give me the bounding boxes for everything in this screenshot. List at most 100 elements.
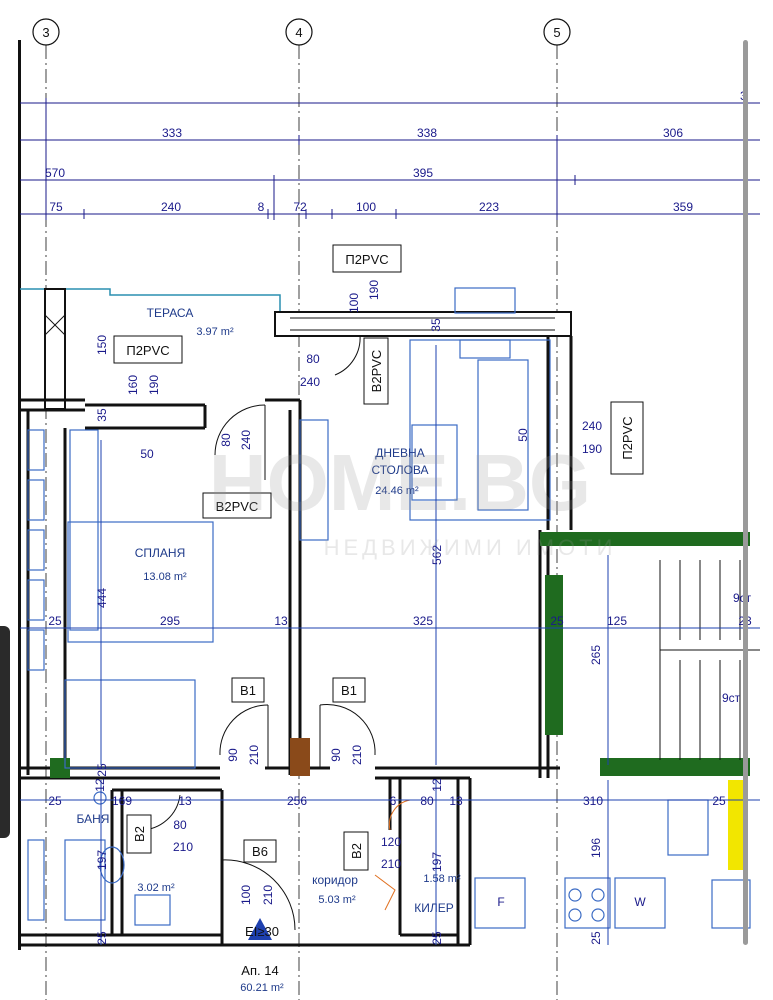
living-name-1: ДНЕВНА [375, 446, 424, 460]
dim-25b: 25 [550, 614, 564, 628]
dim-win-top-w: 100 [347, 293, 361, 313]
terrace-area: 3.97 m² [196, 326, 234, 338]
dim-197a: 197 [95, 850, 109, 870]
tag-window-terrace: П2PVC [113, 335, 183, 364]
apartment-area: 60.21 m² [240, 982, 284, 994]
dim-25g: 25 [589, 931, 603, 945]
apartment-label: Ап. 14 [241, 963, 278, 978]
tag-door-entry-text: B6 [252, 844, 268, 859]
watermark-logo: НОМЕ.BG [209, 438, 591, 527]
terrace: ТЕРАСА 3.97 m² [20, 288, 281, 410]
dim-door-liv-80: 80 [219, 433, 233, 447]
tag-door-living: B2PVC [363, 337, 389, 405]
tag-door-terrace-text: B2PVC [216, 499, 259, 514]
dim-25f: 25 [430, 931, 444, 945]
tag-door-b1-right-text: B1 [341, 683, 357, 698]
dim-st-210: 210 [381, 857, 401, 871]
tag-window-terrace-text: П2PVC [126, 343, 169, 358]
tag-window-top-text: П2PVC [345, 252, 388, 267]
tag-door-storage: B2 [343, 831, 369, 871]
dim-100: 100 [356, 200, 376, 214]
door-swings [139, 334, 411, 935]
dim-25c: 25 [48, 794, 62, 808]
washer-label: W [634, 895, 646, 909]
grid-axis-4: 4 [285, 18, 313, 1000]
dim-win-r-240: 240 [582, 419, 602, 433]
dim-13b: 13 [178, 794, 192, 808]
dim-325: 325 [413, 614, 433, 628]
column-hatch [290, 738, 310, 776]
storage-area: 1.58 m² [423, 873, 461, 885]
dim-75: 75 [49, 200, 63, 214]
dim-50a: 50 [140, 447, 154, 461]
dim-bath-80: 80 [173, 818, 187, 832]
dim-240: 240 [161, 200, 181, 214]
corridor-name: коридор [312, 873, 358, 887]
dim-25d: 25 [712, 794, 726, 808]
dim-359: 359 [673, 200, 693, 214]
dim-265: 265 [589, 645, 603, 665]
dim-444: 444 [95, 588, 109, 608]
watermark-subtitle: НЕДВИЖИМИ ИМОТИ [324, 535, 617, 560]
tag-door-terrace: B2PVC [202, 492, 272, 519]
dim-st-120: 120 [381, 835, 401, 849]
bathroom-name: БАНЯ [77, 812, 110, 826]
tag-window-right: П2PVC [610, 401, 644, 475]
dim-25e: 25 [95, 931, 109, 945]
dim-b1l-90: 90 [226, 748, 240, 762]
terrace-name: ТЕРАСА [147, 306, 194, 320]
dim-25a: 25 [48, 614, 62, 628]
scrollbar-thumb[interactable] [743, 40, 748, 945]
staircase-walls [540, 532, 750, 870]
dim-13a: 13 [274, 614, 288, 628]
tag-window-top: П2PVC [332, 244, 402, 273]
dim-125: 125 [607, 614, 627, 628]
dim-35b: 35 [429, 318, 443, 332]
tag-door-bath-text: B2 [132, 826, 147, 842]
tag-door-bath: B2 [126, 814, 152, 854]
grid-axis-3: 3 [32, 18, 60, 1000]
side-handle[interactable] [0, 626, 10, 838]
grid-axis-5: 5 [543, 18, 571, 1000]
interior-dim-lines [20, 345, 760, 945]
tag-door-entry: B6 [243, 839, 277, 863]
dim-12a: 12 [93, 778, 107, 792]
dim-395: 395 [413, 166, 433, 180]
dim-6: 6 [390, 794, 397, 808]
dim-196: 196 [589, 838, 603, 858]
dim-win-top-h: 190 [367, 280, 381, 300]
dim-295: 295 [160, 614, 180, 628]
dim-80a: 80 [420, 794, 434, 808]
dim-256: 256 [287, 794, 307, 808]
dim-win-r-190: 190 [582, 442, 602, 456]
dim-door-ter-240: 240 [300, 375, 320, 389]
bathroom-area: 3.02 m² [137, 882, 175, 894]
dim-b6-100: 100 [239, 885, 253, 905]
dim-50b: 50 [516, 428, 530, 442]
grid-axis-4-label: 4 [295, 25, 302, 40]
dim-win-ter-h: 190 [147, 375, 161, 395]
dim-310: 310 [583, 794, 603, 808]
entry-arrow-icon [248, 918, 272, 940]
stair-label-bottom: 9ст [722, 691, 741, 705]
living-area: 24.46 m² [375, 485, 419, 497]
dim-door-liv-240: 240 [239, 430, 253, 450]
left-border [18, 40, 21, 950]
tag-door-storage-text: B2 [349, 843, 364, 859]
dim-223: 223 [479, 200, 499, 214]
tag-window-right-text: П2PVC [620, 416, 635, 459]
grid-axis-3-label: 3 [42, 25, 49, 40]
dim-197b: 197 [430, 852, 444, 872]
dim-562: 562 [430, 545, 444, 565]
dim-13c: 13 [449, 794, 463, 808]
dim-12b: 12 [430, 778, 444, 792]
furniture [27, 287, 751, 929]
dim-306: 306 [663, 126, 683, 140]
dim-8: 8 [258, 200, 265, 214]
storage-name: КИЛЕР [414, 901, 454, 915]
tag-door-b1-right: B1 [332, 677, 366, 703]
dim-25h: 25 [95, 763, 109, 777]
grid-axis-5-label: 5 [553, 25, 560, 40]
bedroom-name: СПЛАНЯ [135, 546, 186, 560]
